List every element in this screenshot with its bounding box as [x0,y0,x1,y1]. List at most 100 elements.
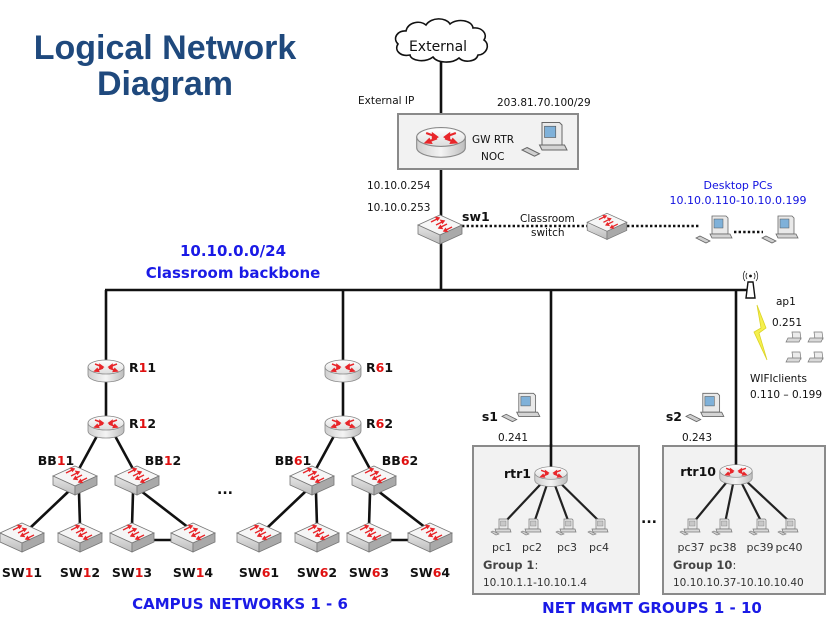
link-bb-switch [29,490,70,529]
mgmt-caption: NET MGMT GROUPS 1 - 10 [542,599,762,617]
access-switch-label-prefix: SW [239,565,262,580]
link-router-pc [503,480,545,524]
title-line-1: Logical Network [33,29,297,67]
ap1-name: ap1 [776,296,796,308]
switch-icon [586,212,628,241]
desktop-computer-icon[interactable] [501,392,541,423]
router-label-prefix: R [366,416,376,431]
access-switch-label-suffix: 2 [328,565,337,580]
access-switch-label-prefix: SW [112,565,135,580]
core-switch-sw1[interactable]: sw1 [417,209,490,245]
wireless-access-point-icon [742,270,759,299]
desktop-pcs-label: Desktop PCs [704,179,773,192]
access-switch-label: SW61 [239,565,279,580]
switch-icon[interactable] [294,522,340,553]
router-label-suffix: 1 [147,360,156,375]
wifi-clients-label: WIFIclients [750,373,807,385]
wifi-clients-range: 0.110 – 0.199 [750,389,822,401]
router-label: R12 [129,416,156,431]
server-ip: 0.241 [498,432,528,444]
router-label-group-number: 6 [376,360,385,375]
gateway-inside-ip: 10.10.0.254 [367,180,431,192]
switch-icon[interactable] [407,522,453,553]
access-switch-label-prefix: SW [2,565,25,580]
desktop-computer-icon[interactable] [761,215,799,244]
access-switch-label-suffix: 3 [143,565,152,580]
classroom-switch-label-2: switch [531,227,565,239]
switch-icon[interactable] [170,522,216,553]
access-switch-label-group-number: 6 [433,565,442,580]
bb-switch-label-suffix: 2 [410,453,419,468]
server-name: s1 [482,409,498,424]
link-bb-switch [140,489,190,530]
router-icon[interactable] [87,359,125,383]
access-point-ap1[interactable]: ap1 0.251 [742,270,802,329]
switch-icon[interactable] [351,465,397,496]
external-cloud[interactable]: External [394,18,489,63]
bb-switch-label-group-number: 1 [164,453,173,468]
desktop-computer-icon[interactable] [685,392,725,423]
router-icon[interactable] [324,359,362,383]
link-router-bb [314,433,337,470]
switch-icon[interactable] [52,465,98,496]
link-bb-switch [377,489,427,530]
access-switch-label-group-number: 6 [320,565,329,580]
router-label-prefix: R [129,360,139,375]
access-switch-label-suffix: 1 [270,565,279,580]
group-label: Group 10: [673,558,736,572]
access-switch-label-group-number: 1 [25,565,34,580]
backbone-subnet: 10.10.0.0/24 [180,242,286,260]
link-router-pc [738,478,763,524]
bb-switch-label-group-number: 6 [401,453,410,468]
gateway-router-icon[interactable] [415,126,467,159]
group-router-label: rtr10 [680,464,716,479]
wireless-signal-icon [753,304,768,361]
cloud-icon [394,18,489,63]
group-label-colon: : [534,558,538,572]
bb-switch-label-prefix: BB [275,453,294,468]
pc-label: pc3 [557,541,577,554]
pc-label: pc4 [589,541,609,554]
bb-switch-label: BB61 [275,453,311,468]
switch-icon[interactable] [57,522,103,553]
link-router-pc [532,480,550,524]
bb-switch-label-prefix: BB [38,453,57,468]
link-bb-switch [130,492,135,527]
campus-ellipsis: ... [217,482,233,498]
switch-icon[interactable] [346,522,392,553]
switch-icon[interactable] [236,522,282,553]
switch-icon[interactable] [114,465,160,496]
switch-icon[interactable] [0,522,45,553]
ap1-ip: 0.251 [772,317,802,329]
router-label: R11 [129,360,156,375]
pc-label: pc37 [677,541,704,554]
gateway-router-label: GW RTR [472,134,514,146]
pc-label: pc1 [492,541,512,554]
bb-switch-label-group-number: 1 [57,453,66,468]
access-switch-label: SW63 [349,565,389,580]
desktop-computer-icon[interactable] [695,215,733,244]
classroom-switch[interactable]: Classroom switch [520,212,628,241]
router-icon[interactable] [324,415,362,439]
router-label-suffix: 1 [384,360,393,375]
router-label-prefix: R [366,360,376,375]
router-icon[interactable] [534,465,568,488]
sw1-label: sw1 [462,209,490,224]
link-router-pc [557,480,602,524]
bb-switch-label-suffix: 2 [173,453,182,468]
group-label-name: Group 10 [673,558,732,572]
access-switch-label-prefix: SW [60,565,83,580]
access-switch-label-group-number: 1 [83,565,92,580]
switch-icon[interactable] [109,522,155,553]
switch-icon[interactable] [289,465,335,496]
router-icon[interactable] [719,463,753,486]
access-switch-label-suffix: 2 [91,565,100,580]
router-icon[interactable] [87,415,125,439]
group-label: Group 1: [483,558,538,572]
access-switch-label-prefix: SW [349,565,372,580]
link-router-bb [349,433,372,470]
group-router-label: rtr1 [504,466,531,481]
